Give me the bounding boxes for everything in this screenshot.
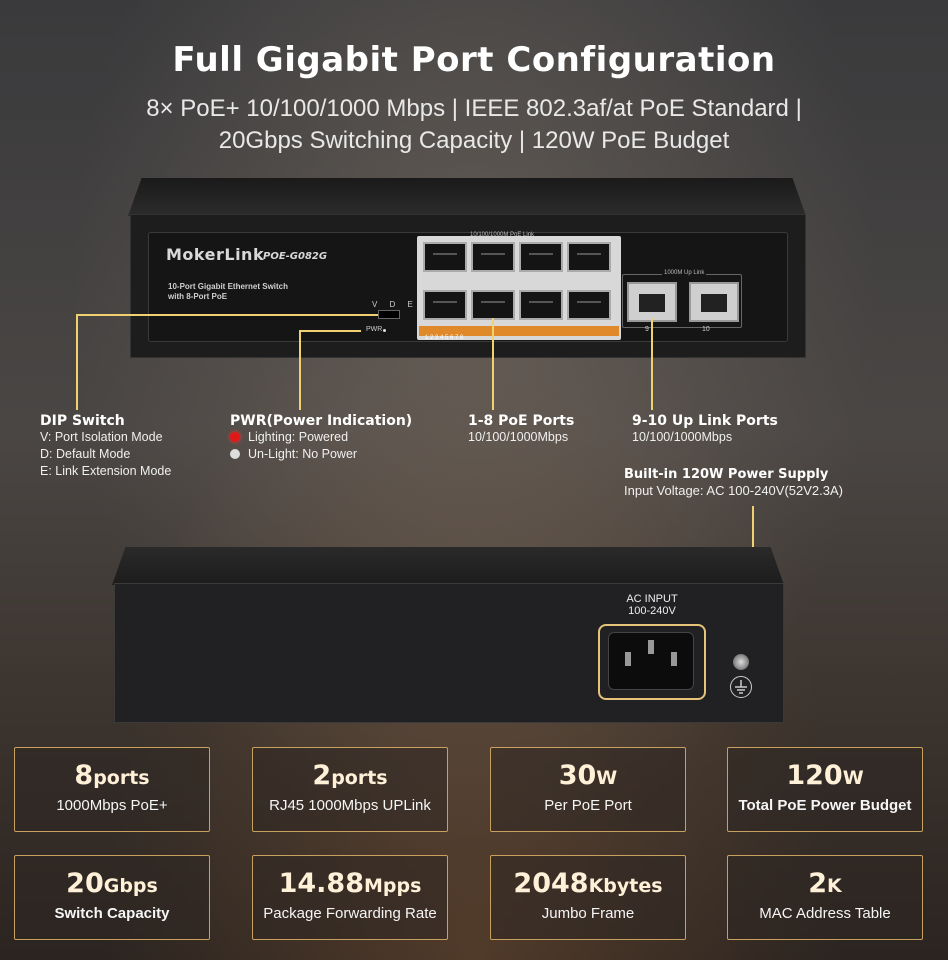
ac-pin (648, 640, 654, 654)
spec-unit: W (596, 767, 618, 789)
subtitle-line-2: 20Gbps Switching Capacity | 120W PoE Bud… (218, 127, 730, 154)
dip-mode-d: D: Default Mode (40, 447, 131, 461)
dip-mode-e: E: Link Extension Mode (40, 464, 172, 478)
ac-pin (671, 652, 677, 666)
subtitle-line-1: 8× PoE+ 10/100/1000 Mbps | IEEE 802.3af/… (146, 95, 802, 122)
pwr-callout-title: PWR(Power Indication) (230, 413, 413, 429)
spec-label: Jumbo Frame (541, 905, 635, 922)
spec-unit: Mpps (363, 875, 422, 897)
spec-switch-capacity: 20Gbps Switch Capacity (14, 855, 210, 940)
pwr-callout: PWR(Power Indication) Lighting: Powered … (230, 413, 412, 463)
spec-value: 2 (312, 760, 332, 791)
ground-screw-icon (733, 654, 749, 670)
uplink-label: 1000M Up Link (662, 270, 707, 276)
spec-label: Package Forwarding Rate (263, 905, 437, 922)
uplink-port-number: 9 (645, 326, 649, 333)
spec-value: 14.88 (278, 868, 364, 899)
spec-value: 30 (558, 760, 597, 791)
spec-value: 8 (74, 760, 94, 791)
rj45-port (519, 290, 563, 320)
spec-unit: Gbps (103, 875, 158, 897)
ac-input-label: AC INPUT 100-240V (612, 593, 692, 617)
spec-mac-table: 2K MAC Address Table (727, 855, 923, 940)
dip-callout: DIP Switch V: Port Isolation Mode D: Def… (40, 413, 171, 480)
dip-callout-title: DIP Switch (40, 413, 125, 429)
ac-pin (625, 652, 631, 666)
dip-mode-v: V: Port Isolation Mode (40, 430, 163, 444)
dip-switch (378, 310, 400, 319)
uplink-callout: 9-10 Up Link Ports 10/100/1000Mbps (632, 413, 778, 446)
uplink-port (627, 282, 677, 322)
rj45-port (423, 290, 467, 320)
spec-unit: Kbytes (588, 875, 663, 897)
spec-value: 2 (808, 868, 828, 899)
pwr-lit-row: Lighting: Powered (230, 429, 412, 446)
rj45-port (471, 242, 515, 272)
power-supply-callout: Built-in 120W Power Supply Input Voltage… (624, 467, 843, 499)
pwr-callout-line-h (299, 330, 361, 332)
pwr-label: PWR (366, 326, 383, 333)
dip-callout-line-v (76, 314, 78, 410)
poe-port-strip: 1 2 3 4 5 6 7 8 (419, 326, 619, 341)
spec-label: 1000Mbps PoE+ (56, 797, 168, 814)
ac-input-line-1: AC INPUT (626, 593, 678, 605)
panel-description-line-2: with 8-Port PoE (168, 292, 228, 301)
uplink-port (689, 282, 739, 322)
spec-label: Switch Capacity (54, 905, 170, 922)
spec-forwarding-rate: 14.88Mpps Package Forwarding Rate (252, 855, 448, 940)
ground-symbol-icon (730, 676, 752, 698)
pwr-led (383, 329, 386, 332)
poe-ports-label: 10/100/1000M PoE Link (470, 232, 535, 238)
brand-logo: MokerLink (166, 245, 265, 264)
pwr-lit-text: Lighting: Powered (248, 430, 349, 444)
power-supply-input: Input Voltage: AC 100-240V(52V2.3A) (624, 483, 843, 498)
page-title: Full Gigabit Port Configuration (172, 40, 776, 80)
dip-letters: V D E (372, 300, 418, 309)
panel-description-line-1: 10-Port Gigabit Ethernet Switch (168, 282, 289, 291)
spec-unit: ports (93, 767, 150, 789)
ac-socket-highlight (598, 624, 706, 700)
spec-label: RJ45 1000Mbps UPLink (269, 797, 431, 814)
spec-value: 120 (786, 760, 843, 791)
model-number: POE-G082G (263, 251, 328, 262)
spec-label: Per PoE Port (544, 797, 632, 814)
switch-front-top (128, 178, 806, 216)
power-supply-title: Built-in 120W Power Supply (624, 467, 829, 482)
uplink-speed: 10/100/1000Mbps (632, 430, 733, 444)
uplink-port-number: 10 (702, 326, 710, 333)
dip-callout-line-h (76, 314, 378, 316)
poe-callout-line (492, 318, 494, 410)
uplink-title: 9-10 Up Link Ports (632, 413, 778, 429)
spec-label: MAC Address Table (759, 905, 891, 922)
spec-label: Total PoE Power Budget (738, 797, 912, 814)
rj45-port (567, 290, 611, 320)
spec-value: 20 (66, 868, 104, 899)
spec-unit: W (842, 767, 864, 789)
spec-total-power: 120W Total PoE Power Budget (727, 747, 923, 832)
spec-unit: K (827, 875, 842, 897)
poe-ports-title: 1-8 PoE Ports (468, 413, 575, 429)
spec-per-port-power: 30W Per PoE Port (490, 747, 686, 832)
pwr-unlit-text: Un-Light: No Power (248, 447, 358, 461)
switch-back-top (112, 547, 784, 585)
rj45-port (567, 242, 611, 272)
poe-ports-speed: 10/100/1000Mbps (468, 430, 569, 444)
spec-uplink-ports: 2ports RJ45 1000Mbps UPLink (252, 747, 448, 832)
spec-jumbo-frame: 2048Kbytes Jumbo Frame (490, 855, 686, 940)
ac-input-line-2: 100-240V (628, 605, 676, 617)
rj45-port (423, 242, 467, 272)
pwr-unlit-row: Un-Light: No Power (230, 446, 412, 463)
rj45-port (519, 242, 563, 272)
panel-description: 10-Port Gigabit Ethernet Switch with 8-P… (168, 282, 288, 302)
uplink-callout-line (651, 318, 653, 410)
red-led-icon (230, 432, 240, 442)
port-strip-numbers: 1 2 3 4 5 6 7 8 (425, 335, 464, 341)
spec-unit: ports (331, 767, 388, 789)
spec-value: 2048 (513, 868, 589, 899)
white-led-icon (230, 449, 240, 459)
poe-ports-callout: 1-8 PoE Ports 10/100/1000Mbps (468, 413, 574, 446)
spec-poe-ports: 8ports 1000Mbps PoE+ (14, 747, 210, 832)
pwr-callout-line-v (299, 330, 301, 410)
rj45-port (471, 290, 515, 320)
